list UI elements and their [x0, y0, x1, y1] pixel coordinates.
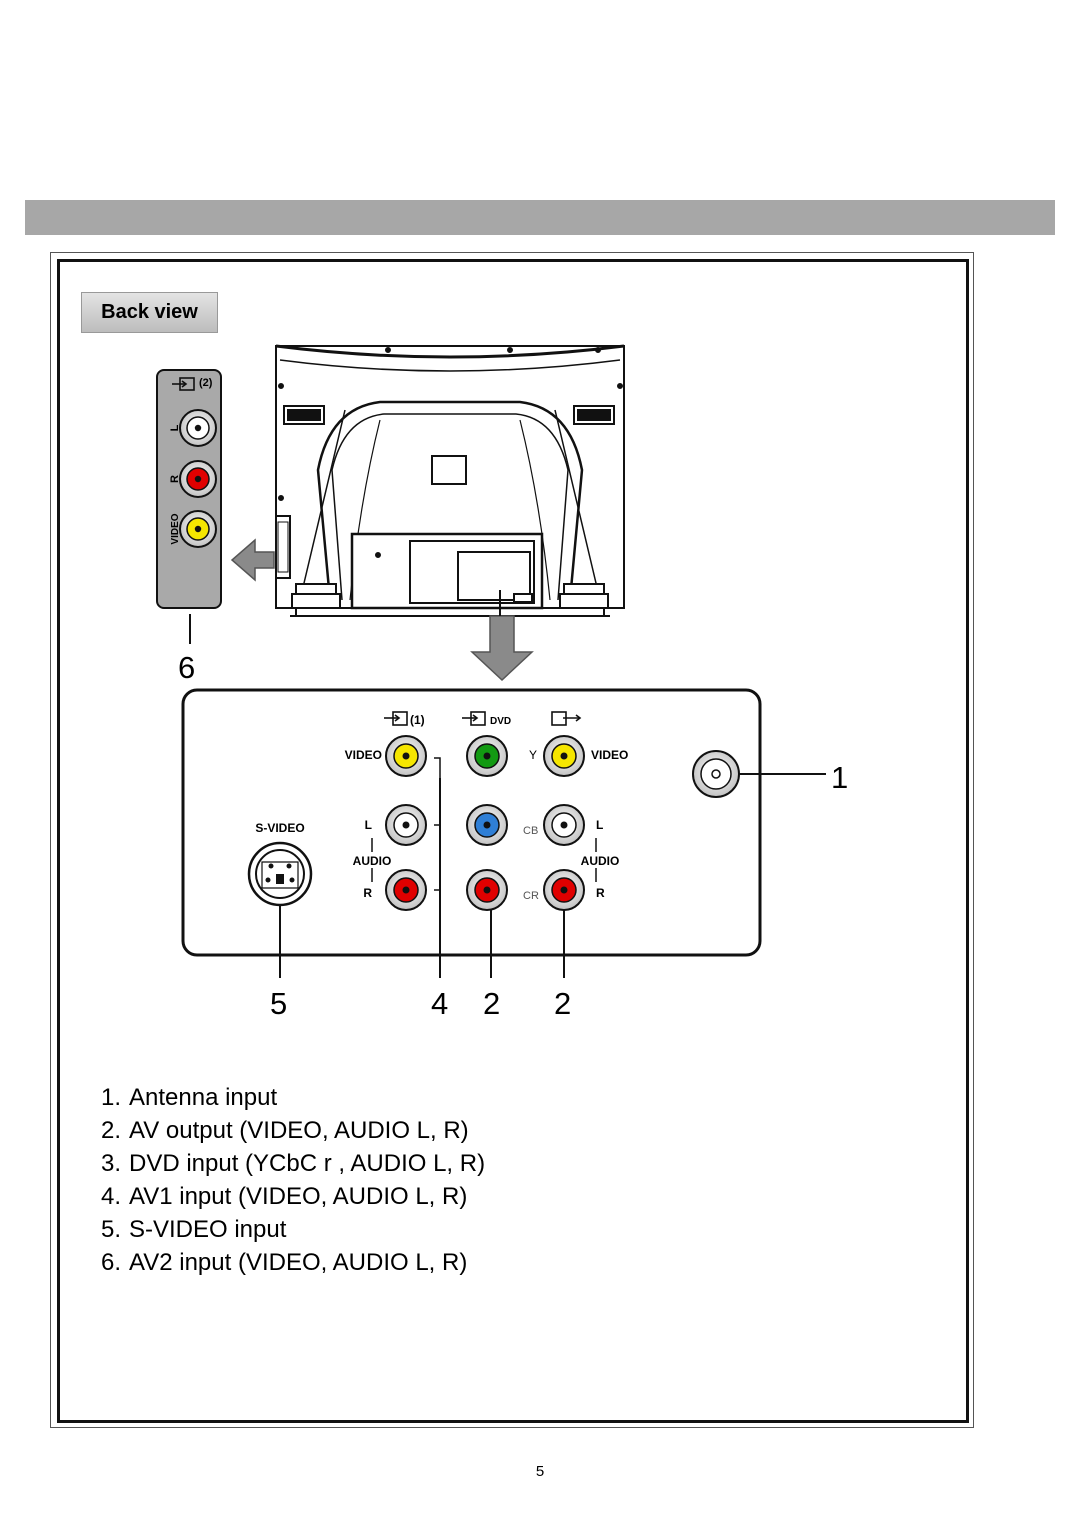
av1-video-label: VIDEO — [345, 748, 382, 762]
av2-l-label: L — [169, 424, 181, 431]
legend-item: 3.DVD input (YCbC r , AUDIO L, R) — [101, 1150, 486, 1177]
av1-video-jack — [385, 735, 427, 777]
av2-audio-l-jack — [179, 409, 217, 447]
av2-video-jack — [179, 510, 217, 548]
back-view-tab: Back view — [81, 292, 218, 333]
legend-item: 4.AV1 input (VIDEO, AUDIO L, R) — [101, 1183, 468, 1210]
callout-4: 4 — [431, 986, 449, 1021]
av1-input-icon — [384, 711, 408, 726]
avout-audio-label: AUDIO — [581, 854, 620, 868]
legend-item: 1.Antenna input — [101, 1084, 278, 1111]
content-frame — [57, 259, 969, 1423]
av2-video-label: VIDEO — [170, 513, 181, 544]
av1-audio-r-jack — [385, 869, 427, 911]
callout-6: 6 — [178, 650, 196, 685]
dvd-cb-jack — [466, 804, 508, 846]
callout-2b: 2 — [554, 986, 572, 1021]
avout-video-jack — [543, 735, 585, 777]
svideo-label: S-VIDEO — [255, 821, 304, 835]
av1-label: (1) — [410, 713, 425, 727]
dvd-y-label: Y — [529, 748, 537, 762]
rear-connector-panel: (1) DVD — [181, 688, 762, 957]
avout-audio-r-jack — [543, 869, 585, 911]
av1-r-label: R — [363, 886, 372, 900]
avout-audio-l-jack — [543, 804, 585, 846]
svideo-jack — [247, 841, 313, 907]
rear-panel-arrow — [470, 590, 534, 682]
dvd-cr-jack — [466, 869, 508, 911]
av1-audio-l-jack — [385, 804, 427, 846]
dvd-cr-label: CR — [523, 890, 539, 902]
dvd-y-jack — [466, 735, 508, 777]
content-frame-outer — [50, 252, 974, 1428]
dvd-cb-label: CB — [523, 825, 538, 837]
callout-1: 1 — [831, 760, 849, 795]
av1-bracket — [371, 757, 597, 891]
av2-audio-r-jack — [179, 460, 217, 498]
connector-legend: 1.Antenna input 2.AV output (VIDEO, AUDI… — [101, 1081, 485, 1279]
antenna-jack — [692, 750, 740, 798]
legend-item: 6.AV2 input (VIDEO, AUDIO L, R) — [101, 1249, 468, 1276]
section-header-bar — [25, 200, 1055, 235]
dvd-label: DVD — [490, 716, 511, 727]
tv-rear-illustration — [275, 344, 625, 617]
callout-5: 5 — [270, 986, 288, 1021]
callout-leaders — [279, 773, 826, 978]
av1-l-label: L — [365, 818, 372, 832]
av-output-icon — [551, 711, 582, 726]
dvd-input-icon — [462, 711, 486, 726]
avout-video-label: VIDEO — [591, 748, 628, 762]
avout-r-label: R — [596, 886, 605, 900]
av2-r-label: R — [169, 475, 181, 483]
side-panel-arrow — [230, 538, 275, 582]
legend-item: 2.AV output (VIDEO, AUDIO L, R) — [101, 1117, 469, 1144]
avout-l-label: L — [596, 818, 603, 832]
av2-input-icon — [172, 377, 195, 391]
page-number: 5 — [535, 1463, 545, 1480]
callout-2a: 2 — [483, 986, 501, 1021]
av1-audio-label: AUDIO — [353, 854, 392, 868]
av2-input-label: (2) — [199, 377, 213, 389]
side-av2-panel: (2) L R VIDEO — [156, 369, 222, 609]
legend-item: 5.S-VIDEO input — [101, 1216, 287, 1243]
